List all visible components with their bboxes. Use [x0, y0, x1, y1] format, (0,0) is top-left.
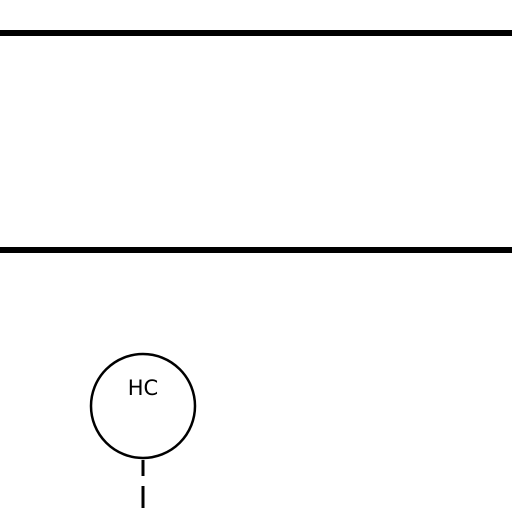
instrument-bubble[interactable]: HC [89, 352, 197, 460]
top-boundary-line [0, 30, 512, 36]
instrument-tag-label: HC [128, 376, 158, 400]
instrument-circle [89, 352, 197, 460]
bottom-boundary-line [0, 247, 512, 253]
